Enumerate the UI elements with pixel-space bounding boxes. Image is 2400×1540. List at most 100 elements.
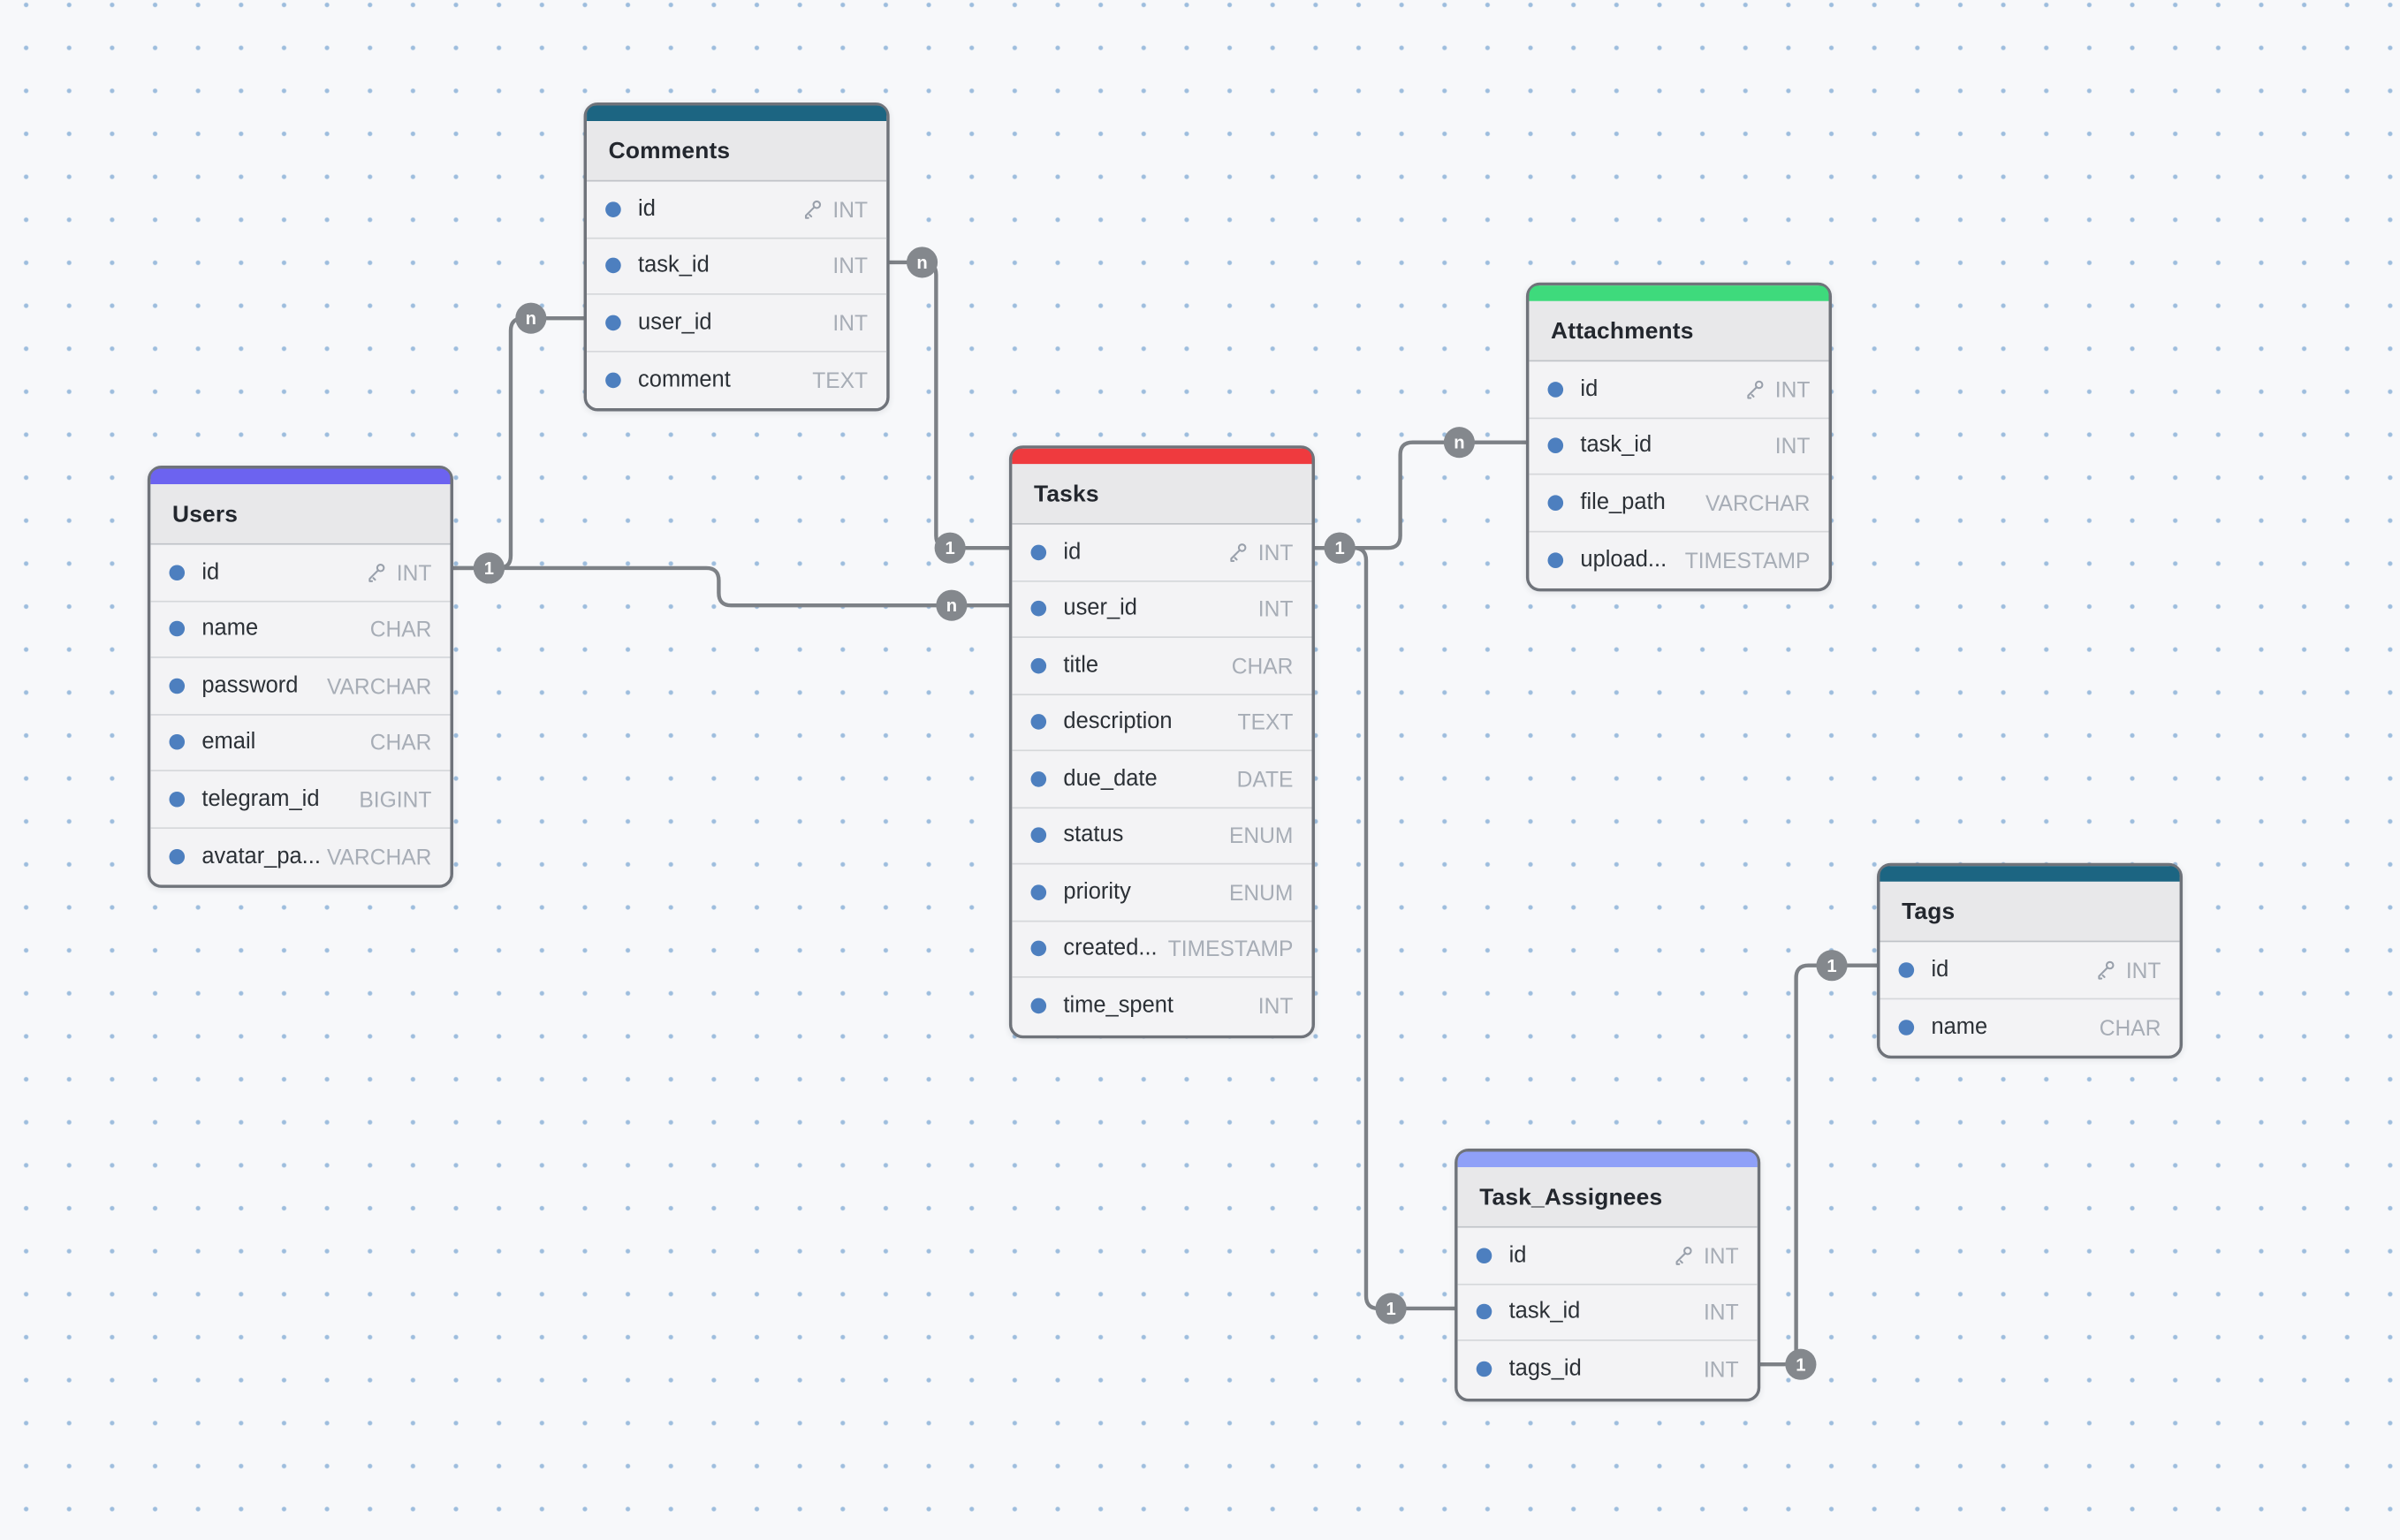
field-type-label: INT [832,196,869,222]
field-row-attachments-id[interactable]: id INT [1529,361,1829,419]
field-name: id [1580,376,1599,402]
field-name: upload... [1580,547,1667,573]
table-header-users[interactable]: Users [150,484,451,545]
field-dot-icon [1547,551,1564,568]
field-dot-icon [1030,884,1047,900]
table-accent-strip [1529,285,1829,301]
field-dot-icon [169,678,186,694]
field-name: id [638,196,656,222]
field-type-label: VARCHAR [326,673,432,699]
field-type: INT [832,310,868,335]
field-name: avatar_pa... [201,844,321,869]
cardinality-badge-users_tasks-from [473,552,505,584]
relationship-tags_task_assignees[interactable] [1758,963,1880,1367]
field-type-label: INT [832,253,869,278]
cardinality-label: 1 [484,559,494,579]
field-type: TIMESTAMP [1685,548,1811,573]
field-name: file_path [1580,489,1666,515]
field-type: VARCHAR [327,673,431,698]
field-name: title [1063,653,1099,679]
field-name: user_id [1063,596,1137,622]
field-dot-icon [169,848,186,865]
relationship-tasks_attachments[interactable] [1312,440,1529,550]
field-type-label: CHAR [1231,653,1294,679]
cardinality-label: n [526,309,536,329]
field-type-label: TIMESTAMP [1684,547,1811,573]
field-dot-icon [1030,714,1047,731]
field-row-tasks-title[interactable]: title CHAR [1012,638,1312,695]
cardinality-badge-users_comments-to [515,302,547,334]
primary-key-icon [2099,961,2115,981]
cardinality-badge-tags_task_assignees-from [1816,950,1848,982]
field-type: TIMESTAMP [1168,937,1294,961]
field-type: CHAR [2100,1015,2161,1040]
table-header-tasks[interactable]: Tasks [1012,464,1312,525]
cardinality-badge-users_tasks-to [936,589,968,621]
field-type: INT [2095,958,2161,982]
table-header-task_assignees[interactable]: Task_Assignees [1457,1167,1758,1228]
primary-key-icon [369,564,386,583]
table-title: Users [172,500,239,527]
cardinality-badge-tasks_comments-from [934,532,966,564]
table-title: Tasks [1034,480,1099,507]
relationship-tasks_task_assignees[interactable] [1312,545,1457,1311]
table-header-attachments[interactable]: Attachments [1529,300,1829,362]
field-row-attachments-upload[interactable]: upload... TIMESTAMP [1529,531,1829,588]
field-type: VARCHAR [327,844,431,869]
field-type: TEXT [812,368,868,392]
field-row-users-avatar_pa[interactable]: avatar_pa...VARCHAR [150,828,451,885]
field-type-label: INT [1257,539,1294,565]
field-type: INT [1704,1357,1739,1382]
cardinality-badge-tasks_task_assignees-from [1324,532,1356,564]
cardinality-badge-tags_task_assignees-to [1785,1348,1817,1380]
field-dot-icon [169,565,186,580]
field-row-comments-id[interactable]: id INT [587,181,887,239]
field-name: user_id [638,309,712,336]
relationship-tasks_comments[interactable] [887,260,1012,550]
field-row-tasks-created[interactable]: created...TIMESTAMP [1012,921,1312,978]
field-name: email [201,730,256,755]
field-type-label: INT [1703,1242,1739,1268]
field-row-comments-user_id[interactable]: user_id INT [587,294,887,352]
cardinality-label: 1 [1796,1355,1805,1375]
table-header-comments[interactable]: Comments [587,121,887,182]
field-name: status [1063,823,1124,848]
cardinality-label: n [946,596,957,616]
field-type-label: TIMESTAMP [1167,936,1294,961]
relationship-users_tasks[interactable] [451,565,1012,608]
cardinality-label: 1 [1386,1300,1395,1319]
field-name: name [201,616,259,641]
field-type-label: INT [1774,376,1811,402]
relationship-users_comments[interactable] [451,315,586,571]
table-accent-strip [1457,1151,1758,1168]
table-header-tags[interactable]: Tags [1880,881,2180,943]
